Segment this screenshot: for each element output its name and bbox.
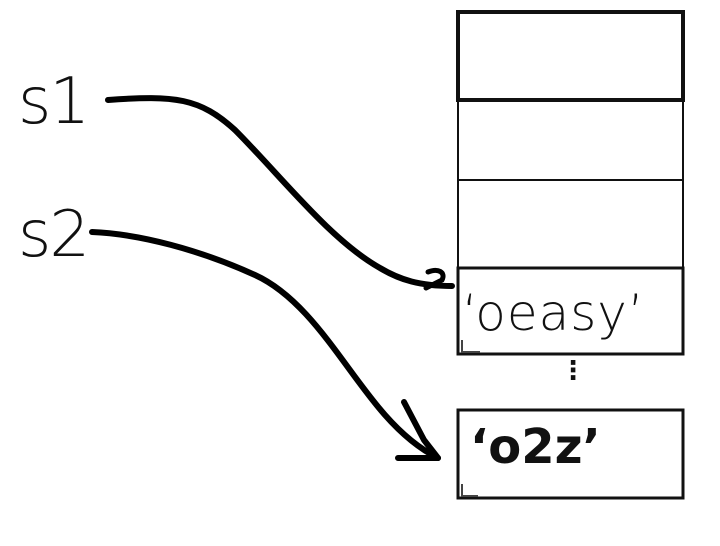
s2-variable-label: s2	[18, 198, 90, 272]
ellipsis-dots: ⋮	[560, 356, 586, 386]
s1-variable-label: s1	[18, 65, 90, 139]
memory-column	[456, 10, 685, 500]
ink-marks	[461, 340, 480, 497]
memory-cell-3	[457, 179, 684, 269]
memory-cell-1	[456, 10, 685, 102]
memory-cell-2	[457, 99, 684, 181]
cell-value-oeasy: ‘oeasy’	[462, 284, 645, 342]
memory-cell-6	[456, 408, 685, 500]
s2-arrowhead	[395, 399, 441, 461]
cell-value-o2z: ‘o2z’	[470, 419, 601, 475]
memory-cell-4	[456, 266, 685, 356]
s1-arrowhead	[423, 267, 446, 291]
s2-pointer-arrow	[89, 229, 441, 461]
s1-pointer-arrow	[105, 95, 455, 289]
